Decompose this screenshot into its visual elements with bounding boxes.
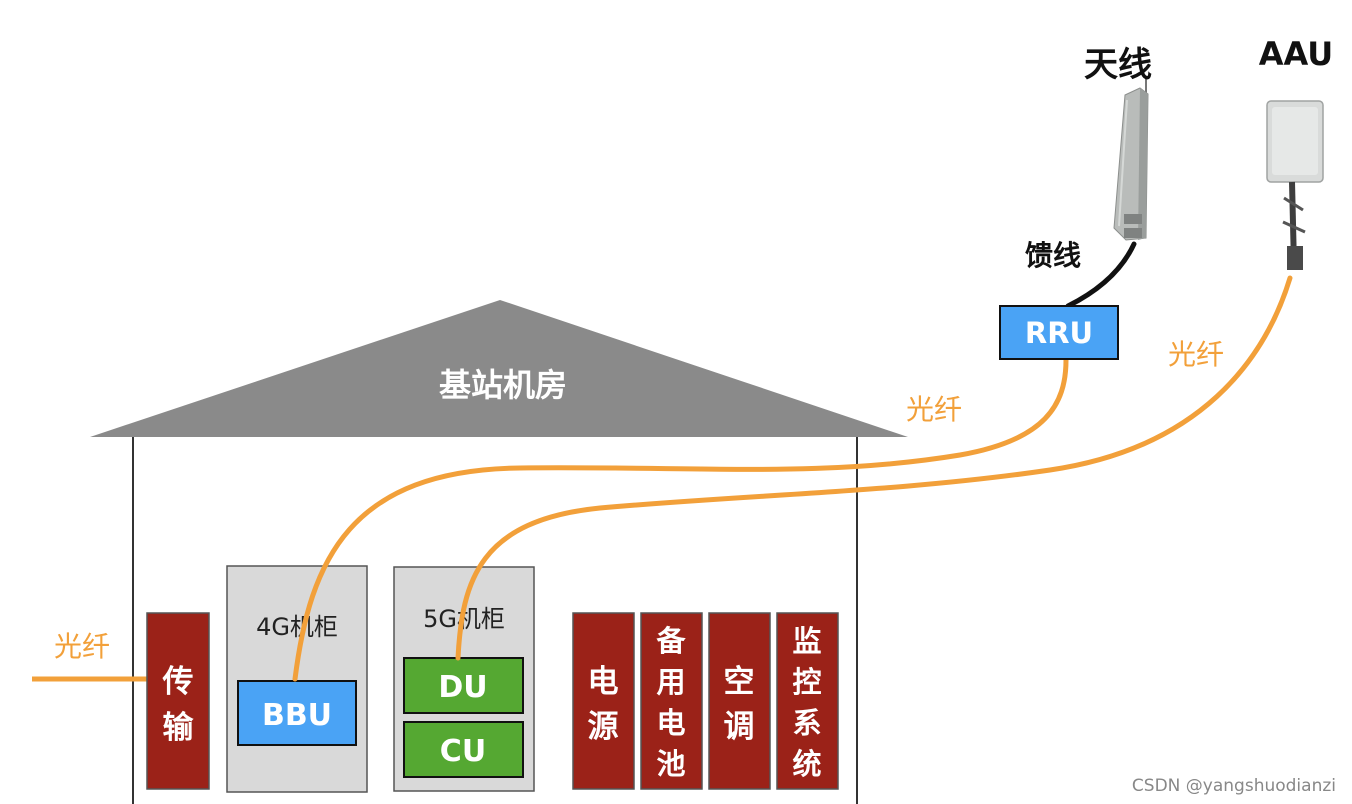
cabinet-4g-title: 4G机柜 — [256, 613, 338, 641]
fiber-bbu-rru — [292, 357, 1069, 682]
equipment-char: 空 — [724, 664, 755, 700]
equipment-air-conditioning: 空 调 — [708, 612, 771, 790]
roof-label: 基站机房 — [439, 366, 567, 404]
equipment-char: 用 — [656, 665, 685, 699]
rru-unit — [999, 305, 1119, 360]
bbu-unit — [237, 680, 357, 746]
fiber-du-aau — [455, 275, 1293, 661]
feeder-label: 馈线 — [1025, 239, 1081, 272]
transmission-char: 输 — [163, 710, 195, 746]
aau-icon — [1266, 100, 1324, 270]
watermark: CSDN @yangshuodianzi — [1132, 776, 1336, 796]
fiber-label-aau: 光纤 — [1168, 338, 1224, 371]
equipment-char: 电 — [656, 706, 685, 740]
equipment-char: 调 — [724, 709, 755, 745]
du-label: DU — [438, 670, 487, 705]
antenna-label: 天线 — [1084, 45, 1152, 85]
equipment-power: 电 源 — [572, 612, 635, 790]
aau-label: AAU — [1259, 35, 1334, 73]
equipment-char: 统 — [792, 747, 821, 781]
transmission-unit: 传 输 — [146, 612, 210, 790]
bbu-label: BBU — [262, 698, 332, 733]
fiber-label-transmission: 光纤 — [54, 630, 110, 663]
equipment-char: 电 — [588, 664, 619, 700]
equipment-char: 备 — [655, 624, 686, 658]
rru-label: RRU — [1025, 316, 1093, 350]
fiber-label-rru: 光纤 — [906, 393, 962, 426]
equipment-char: 池 — [656, 747, 685, 781]
transmission-char: 传 — [162, 664, 194, 700]
equipment-char: 源 — [588, 709, 619, 745]
equipment-char: 控 — [792, 665, 821, 699]
du-unit — [403, 657, 524, 714]
feeder-cable — [1065, 241, 1137, 309]
roof — [90, 300, 908, 437]
equipment-backup-battery: 备 用 电 池 — [640, 612, 703, 790]
equipment-char: 系 — [792, 706, 821, 740]
equipment-char: 监 — [792, 624, 821, 658]
cu-label: CU — [440, 734, 486, 769]
antenna-icon — [1113, 78, 1149, 241]
equipment-monitoring-system: 监 控 系 统 — [776, 612, 839, 790]
cu-unit — [403, 721, 524, 778]
